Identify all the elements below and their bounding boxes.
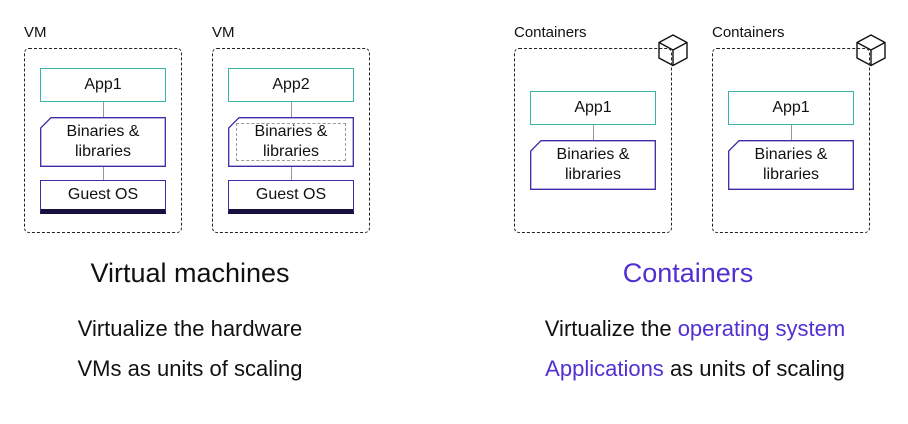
vm2-binaries-line2: libraries <box>262 143 319 160</box>
vm1-connector-1 <box>103 102 105 117</box>
container1-connector <box>593 125 595 140</box>
vm1-binaries-box: Binaries & libraries <box>40 117 166 167</box>
vm2-guest-os-box: Guest OS <box>228 180 354 214</box>
vm1-connector-2 <box>103 167 105 180</box>
container1-app-label: App1 <box>574 99 612 116</box>
vm2-connector-1 <box>291 102 293 117</box>
vm-line-1: Virtualize the hardware <box>77 316 303 341</box>
container2-binaries-line1: Binaries & <box>754 146 828 163</box>
vm-heading: Virtual machines <box>90 258 290 288</box>
container1-label: Containers <box>514 24 587 41</box>
vm1-label: VM <box>24 24 47 41</box>
container1-box <box>514 48 672 233</box>
vm2-binaries-line1: Binaries & <box>254 123 328 140</box>
vm2-connector-2 <box>291 167 293 180</box>
container1-app-box: App1 <box>530 91 656 125</box>
container2-box <box>712 48 870 233</box>
vm2-guest-os-label: Guest OS <box>255 186 327 203</box>
container1-binaries-box: Binaries & libraries <box>530 140 656 190</box>
cube-icon <box>658 34 688 67</box>
vm1-guest-os-box: Guest OS <box>40 180 166 214</box>
containers-line-2: Applications as units of scaling <box>490 356 900 382</box>
vm2-container <box>212 48 370 233</box>
vm2-binaries-inner-outline <box>236 123 346 161</box>
cube-icon <box>856 34 886 67</box>
container2-connector <box>791 125 793 140</box>
vm2-app-label: App2 <box>272 76 310 93</box>
vm1-container <box>24 48 182 233</box>
containers-line-1-plain: Virtualize the <box>544 316 672 341</box>
container2-app-box: App1 <box>728 91 854 125</box>
vm1-app-box: App1 <box>40 68 166 102</box>
vm1-binaries-line2: libraries <box>74 143 131 160</box>
vm1-guest-os-label: Guest OS <box>67 186 139 203</box>
vm2-app-box: App2 <box>228 68 354 102</box>
vm2-binaries-box: Binaries & libraries <box>228 117 354 167</box>
vm1-binaries-line1: Binaries & <box>66 123 140 140</box>
containers-heading: Containers <box>622 258 754 288</box>
containers-line-1-highlight: operating system <box>677 316 846 341</box>
containers-line-2-plain: as units of scaling <box>669 356 845 381</box>
vm1-app-label: App1 <box>84 76 122 93</box>
container2-app-label: App1 <box>772 99 810 116</box>
containers-line-2-highlight: Applications <box>545 356 664 381</box>
container2-binaries-line2: libraries <box>762 166 819 183</box>
vm-line-2: VMs as units of scaling <box>77 356 303 381</box>
containers-line-1: Virtualize the operating system <box>490 316 900 342</box>
container2-binaries-box: Binaries & libraries <box>728 140 854 190</box>
container2-label: Containers <box>712 24 785 41</box>
vm2-label: VM <box>212 24 235 41</box>
container1-binaries-line2: libraries <box>564 166 621 183</box>
container1-binaries-line1: Binaries & <box>556 146 630 163</box>
